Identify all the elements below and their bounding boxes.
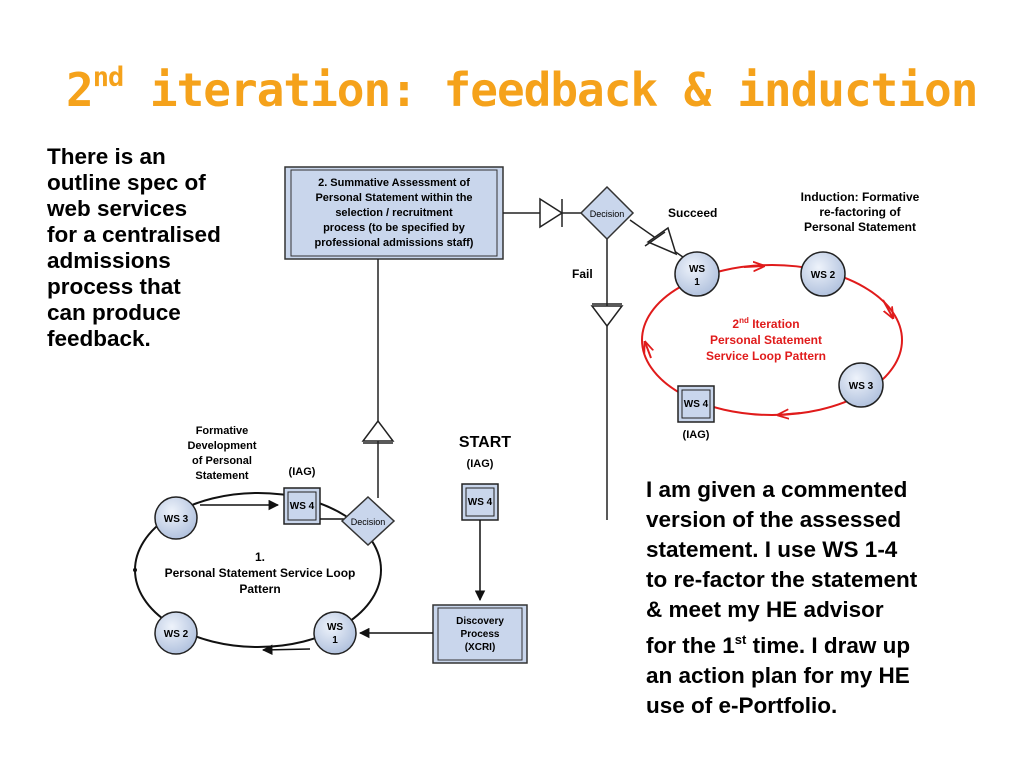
fail-label: Fail: [572, 267, 593, 281]
left-line: can produce: [47, 300, 181, 325]
svg-text:Personal Statement: Personal Statement: [804, 220, 916, 234]
svg-text:(XCRI): (XCRI): [465, 642, 496, 653]
right-line: statement. I use WS 1-4: [646, 537, 898, 562]
svg-text:WS: WS: [689, 264, 705, 275]
summative-line: selection / recruitment: [335, 207, 453, 219]
svg-text:of Personal: of Personal: [192, 455, 252, 467]
svg-text:Personal Statement: Personal Statement: [710, 333, 822, 347]
svg-text:Personal Statement Service Loo: Personal Statement Service Loop: [165, 566, 356, 580]
connector-fail: [590, 239, 624, 520]
svg-text:Pattern: Pattern: [239, 582, 280, 596]
loop2-ws3-node: WS 3: [838, 362, 884, 408]
left-line: There is an: [47, 144, 166, 169]
right-line: use of e-Portfolio.: [646, 693, 838, 718]
svg-text:Process: Process: [461, 629, 500, 640]
iag-label: (IAG): [683, 429, 710, 441]
right-line: for the 1st time. I draw up: [646, 632, 911, 658]
right-description: I am given a commented version of the as…: [646, 475, 1016, 721]
summative-line: 2. Summative Assessment of: [318, 177, 470, 189]
formative-label: Formative Development of Personal Statem…: [187, 425, 256, 482]
svg-text:Service Loop Pattern: Service Loop Pattern: [706, 349, 826, 363]
left-line: for a centralised: [47, 222, 221, 247]
loop2-service-loop: [641, 265, 903, 415]
start-label: START: [459, 434, 511, 451]
loop2-ws2-node: WS 2: [800, 251, 846, 297]
right-line: an action plan for my HE: [646, 663, 910, 688]
loop1-service-loop: [133, 492, 382, 648]
slide-title: 2nd iteration: feedback & induction: [66, 62, 978, 117]
decision-diamond-top: Decision: [579, 185, 635, 241]
start-ws4-node: WS 4: [461, 483, 499, 521]
connector-decision-summative: [361, 259, 395, 498]
svg-text:2nd Iteration: 2nd Iteration: [732, 316, 799, 331]
iag-label: (IAG): [467, 458, 494, 470]
svg-text:WS 4: WS 4: [290, 501, 315, 512]
right-line: version of the assessed: [646, 507, 902, 532]
svg-text:1: 1: [694, 277, 700, 288]
left-line: outline spec of: [47, 170, 206, 195]
loop2-label: 2nd Iteration Personal Statement Service…: [706, 316, 826, 363]
left-line: web services: [47, 196, 188, 221]
svg-text:WS 4: WS 4: [468, 497, 493, 508]
svg-text:WS 2: WS 2: [164, 629, 189, 640]
svg-text:1.: 1.: [255, 550, 265, 564]
svg-text:re-factoring of: re-factoring of: [819, 205, 901, 219]
discovery-process-box: Discovery Process (XCRI): [432, 604, 528, 664]
svg-text:WS 3: WS 3: [849, 381, 874, 392]
right-line: I am given a commented: [646, 477, 908, 502]
loop1-ws1-node: WS 1: [313, 611, 357, 655]
iag-label: (IAG): [289, 466, 316, 478]
svg-text:WS: WS: [327, 622, 343, 633]
loop1-ws3-node: WS 3: [154, 496, 198, 540]
summative-line: process (to be specified by: [323, 222, 466, 234]
left-description: There is an outline spec of web services…: [47, 144, 277, 352]
svg-text:Statement: Statement: [195, 470, 249, 482]
svg-text:Development: Development: [187, 440, 256, 452]
summative-assessment-box: 2. Summative Assessment of Personal Stat…: [284, 166, 504, 260]
svg-text:WS 2: WS 2: [811, 270, 836, 281]
right-line: & meet my HE advisor: [646, 597, 884, 622]
loop1-ws2-node: WS 2: [154, 611, 198, 655]
summative-line: professional admissions staff): [315, 237, 474, 249]
loop2-ws4-node: WS 4: [677, 385, 715, 423]
svg-text:WS 3: WS 3: [164, 514, 189, 525]
svg-text:Induction: Formative: Induction: Formative: [801, 190, 920, 204]
decision-label: Decision: [351, 517, 386, 527]
summative-line: Personal Statement within the: [315, 192, 472, 204]
svg-text:WS 4: WS 4: [684, 399, 709, 410]
loop1-arrow: [261, 644, 311, 656]
svg-text:Formative: Formative: [196, 425, 249, 437]
connector-succeed-ws1: [629, 219, 691, 263]
decision-diamond-bottom: Decision: [320, 495, 396, 547]
succeed-label: Succeed: [668, 206, 717, 220]
loop1-label: 1. Personal Statement Service Loop Patte…: [165, 550, 356, 596]
svg-text:1: 1: [332, 635, 338, 646]
decision-label: Decision: [590, 209, 625, 219]
loop2-ws1-node: WS 1: [674, 251, 720, 297]
loop1-ws4-node: WS 4: [283, 487, 321, 525]
right-line: to re-factor the statement: [646, 567, 918, 592]
svg-text:Discovery: Discovery: [456, 616, 504, 627]
connector-summative-decision: [503, 197, 582, 229]
left-line: process that: [47, 274, 181, 299]
induction-label: Induction: Formative re-factoring of Per…: [801, 190, 920, 234]
left-line: admissions: [47, 248, 171, 273]
left-line: feedback.: [47, 326, 151, 351]
